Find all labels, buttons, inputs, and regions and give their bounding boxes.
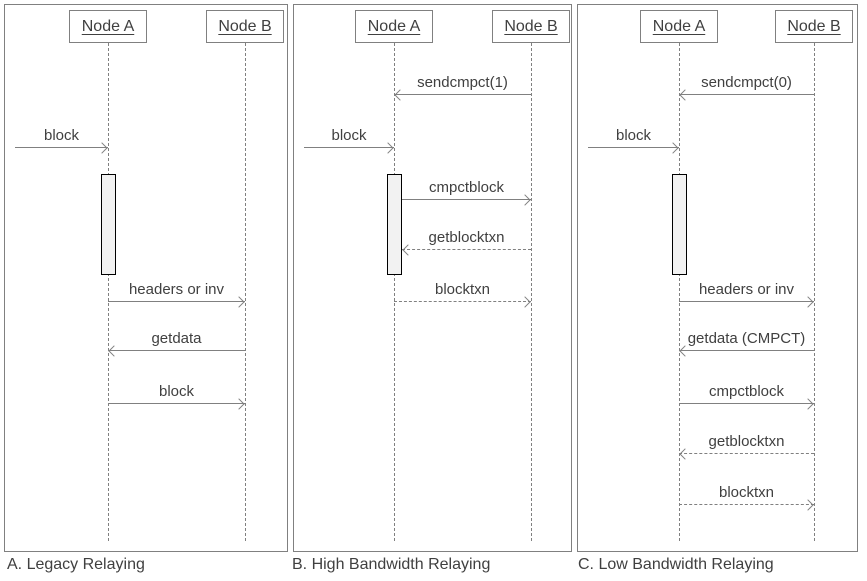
message-label: block	[331, 127, 367, 144]
message-block-incoming: block	[15, 126, 108, 154]
message-label: block	[615, 127, 652, 144]
message-label: getblocktxn	[708, 433, 785, 450]
message-line	[679, 397, 814, 410]
message-line	[15, 141, 108, 154]
message-line	[679, 344, 814, 357]
message-line	[394, 295, 531, 308]
message-block-incoming: block	[588, 126, 679, 154]
node-b-label: Node B	[504, 17, 558, 35]
message-line	[394, 88, 531, 101]
node-a-box: Node A	[69, 10, 147, 43]
activation-bar	[101, 174, 116, 275]
message-label: sendcmpct(1)	[417, 74, 508, 91]
message-line	[679, 498, 814, 511]
message-line	[588, 141, 679, 154]
node-b-box: Node B	[206, 10, 284, 43]
message-cmpctblock: cmpctblock	[679, 382, 814, 410]
panel-legacy-relaying: Node A Node B block headers or inv getda…	[4, 4, 288, 552]
node-b-label: Node B	[787, 17, 841, 35]
message-cmpctblock: cmpctblock	[402, 178, 531, 206]
lifeline-node-b	[245, 43, 246, 541]
message-label: blocktxn	[718, 484, 775, 501]
message-line	[679, 447, 814, 460]
message-label: block	[43, 127, 80, 144]
message-line	[679, 295, 814, 308]
lifeline-node-a	[108, 43, 109, 541]
message-blocktxn: blocktxn	[679, 483, 814, 511]
message-label: blocktxn	[434, 281, 491, 298]
node-b-box: Node B	[492, 10, 570, 43]
message-getdata-cmpct: getdata (CMPCT)	[679, 329, 814, 357]
message-label: block	[158, 383, 195, 400]
caption-low-bandwidth-relaying: C. Low Bandwidth Relaying	[578, 556, 774, 573]
message-getdata: getdata	[108, 329, 245, 357]
message-label: headers or inv	[128, 281, 225, 298]
message-sendcmpct-0: sendcmpct(0)	[679, 73, 814, 101]
message-label: getdata	[151, 330, 202, 347]
message-getblocktxn: getblocktxn	[679, 432, 814, 460]
message-label: sendcmpct(0)	[701, 74, 792, 91]
caption-legacy-relaying: A. Legacy Relaying	[7, 556, 145, 573]
message-headers-or-inv: headers or inv	[108, 280, 245, 308]
panel-low-bandwidth-relaying: Node A Node B sendcmpct(0) block headers…	[577, 4, 858, 552]
node-a-label: Node A	[652, 17, 706, 35]
lifeline-node-a	[679, 43, 680, 541]
node-a-label: Node A	[367, 17, 421, 35]
message-label: headers or inv	[698, 281, 795, 298]
activation-bar	[387, 174, 402, 275]
message-sendcmpct-1: sendcmpct(1)	[394, 73, 531, 101]
message-block-incoming: block	[304, 126, 394, 154]
lifeline-node-b	[814, 43, 815, 541]
node-a-box: Node A	[640, 10, 718, 43]
message-label: cmpctblock	[428, 179, 505, 196]
message-label: cmpctblock	[708, 383, 785, 400]
message-block: block	[108, 382, 245, 410]
message-label: getblocktxn	[428, 229, 505, 246]
message-label: getdata (CMPCT)	[687, 330, 806, 347]
activation-bar	[672, 174, 687, 275]
message-line	[402, 243, 531, 256]
message-line	[402, 193, 531, 206]
message-line	[108, 295, 245, 308]
message-getblocktxn: getblocktxn	[402, 228, 531, 256]
message-blocktxn: blocktxn	[394, 280, 531, 308]
message-line	[304, 141, 394, 154]
node-b-box: Node B	[775, 10, 853, 43]
node-a-label: Node A	[81, 17, 135, 35]
node-b-label: Node B	[218, 17, 272, 35]
message-line	[108, 344, 245, 357]
message-line	[108, 397, 245, 410]
lifeline-node-a	[394, 43, 395, 541]
caption-high-bandwidth-relaying: B. High Bandwidth Relaying	[292, 556, 491, 573]
message-line	[679, 88, 814, 101]
panel-high-bandwidth-relaying: Node A Node B sendcmpct(1) block cmpctbl…	[293, 4, 572, 552]
node-a-box: Node A	[355, 10, 433, 43]
lifeline-node-b	[531, 43, 532, 541]
message-headers-or-inv: headers or inv	[679, 280, 814, 308]
